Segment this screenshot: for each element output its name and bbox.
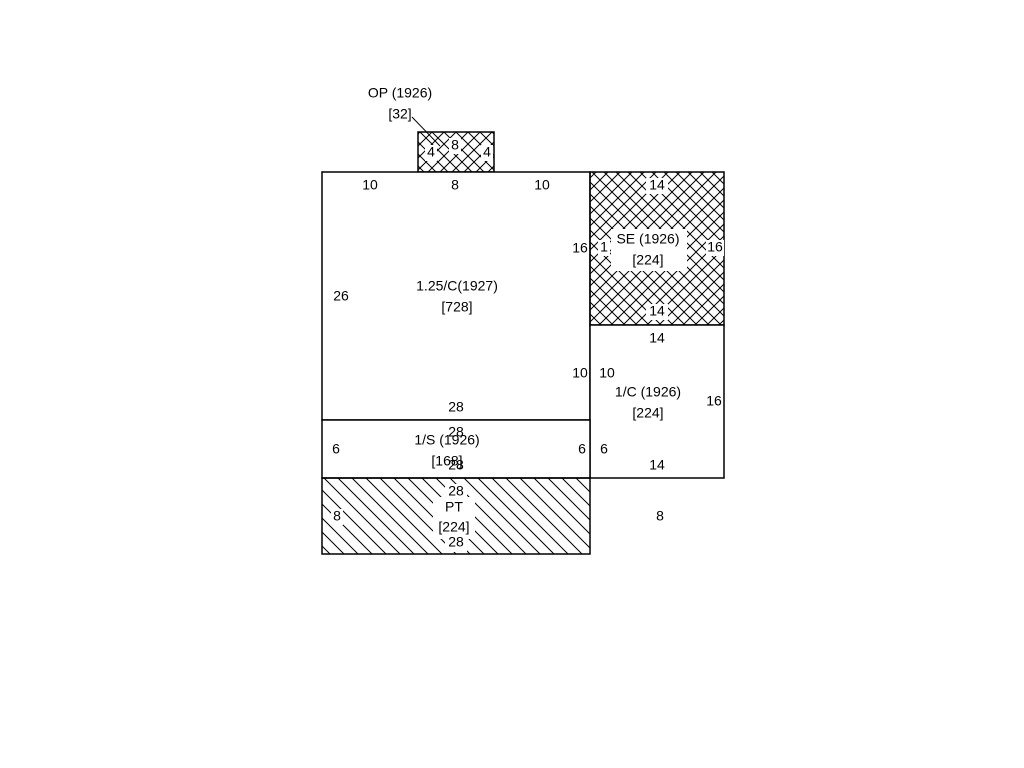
s1-name-label: 1/S (1926) xyxy=(414,432,479,448)
main-dim-right-lower: 10 xyxy=(572,365,588,381)
se-dim-bottom: 14 xyxy=(649,303,665,319)
op-dim-top: 8 xyxy=(451,137,459,153)
area-main xyxy=(321,171,591,421)
main-dim-top-right: 10 xyxy=(534,177,550,193)
s1-size-label: [168] xyxy=(431,453,462,469)
main-dim-top-left: 10 xyxy=(362,177,378,193)
s1-dim-right: 6 xyxy=(578,441,586,457)
se-dim-left: 1 xyxy=(600,239,608,255)
c1-dim-top: 14 xyxy=(649,330,665,346)
se-name-label: SE (1926) xyxy=(616,231,679,247)
main-dim-right-upper: 16 xyxy=(572,240,588,256)
c1-dim-bottom: 14 xyxy=(649,457,665,473)
pt-dim-right: 8 xyxy=(656,508,664,524)
c1-size-label: [224] xyxy=(632,405,663,421)
main-dim-top-mid: 8 xyxy=(451,177,459,193)
main-size-label: [728] xyxy=(441,299,472,315)
c1-name-label: 1/C (1926) xyxy=(615,384,681,400)
pt-name-label: PT xyxy=(445,499,463,515)
c1-dim-bottom-left: 6 xyxy=(600,441,608,457)
op-dim-right: 4 xyxy=(483,144,491,160)
main-name-label: 1.25/C(1927) xyxy=(416,278,498,294)
op-size-label: [32] xyxy=(388,106,411,122)
pt-dim-left: 8 xyxy=(333,508,341,524)
se-dim-right: 16 xyxy=(707,239,723,255)
c1-dim-right: 16 xyxy=(706,393,722,409)
s1-dim-left: 6 xyxy=(332,441,340,457)
pt-size-label: [224] xyxy=(438,519,469,535)
se-dim-top: 14 xyxy=(649,177,665,193)
pt-dim-bottom: 28 xyxy=(448,534,464,550)
op-dim-left: 4 xyxy=(427,144,435,160)
main-dim-bottom: 28 xyxy=(448,399,464,415)
op-leader-line xyxy=(411,116,441,147)
area-c1 xyxy=(589,324,725,479)
s1-dim-top: 28 xyxy=(448,424,464,440)
se-size-label: [224] xyxy=(632,252,663,268)
op-name-label: OP (1926) xyxy=(368,85,432,101)
pt-dim-top: 28 xyxy=(448,483,464,499)
s1-dim-bottom: 28 xyxy=(448,457,464,473)
main-dim-left: 26 xyxy=(333,288,349,304)
c1-dim-left: 10 xyxy=(599,365,615,381)
